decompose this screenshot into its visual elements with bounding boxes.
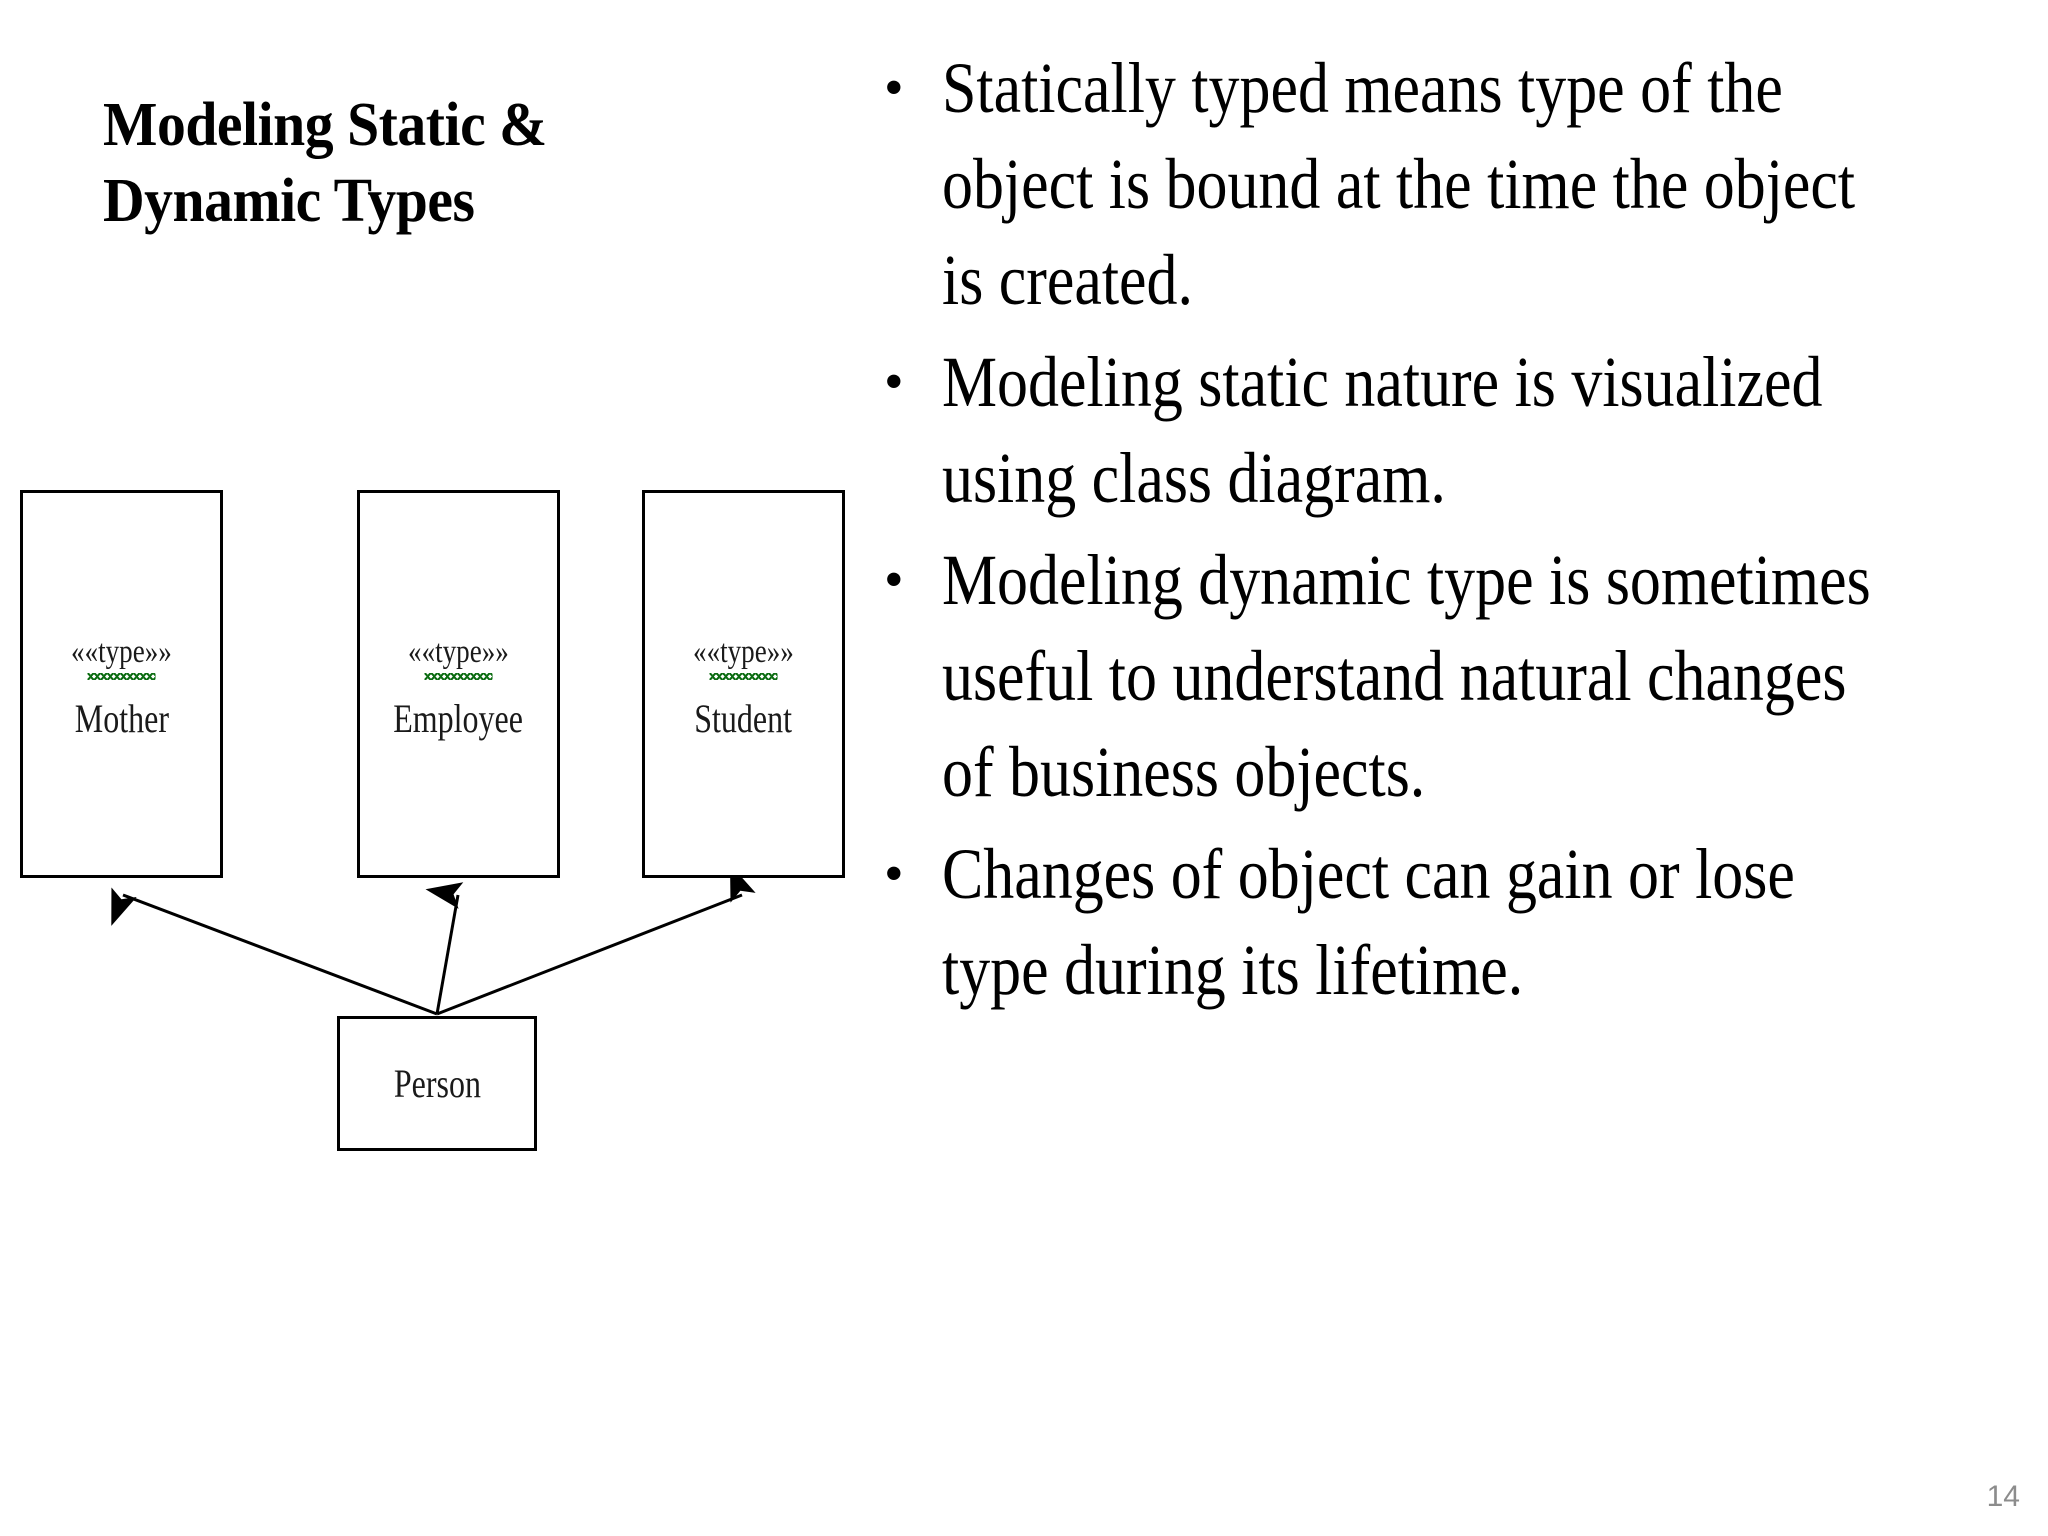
bullet-marker-icon: • <box>884 549 904 611</box>
stereotype-text: ««type»» <box>71 633 172 670</box>
connector-person-to-employee <box>425 882 464 1015</box>
stereotype-label: ««type»» <box>71 633 172 680</box>
bullet-text: Changes of object can gain or lose type … <box>942 834 1795 1010</box>
connector-person-to-student <box>436 864 756 1016</box>
stereotype-text: ««type»» <box>408 633 509 670</box>
bullet-text: Modeling dynamic type is sometimes usefu… <box>942 540 1871 812</box>
bullet-marker-icon: • <box>884 57 904 119</box>
bullet-text: Modeling static nature is visualized usi… <box>942 342 1823 518</box>
class-name-label: Person <box>393 1060 481 1106</box>
stereotype-label: ««type»» <box>408 633 509 680</box>
connector-person-to-mother <box>111 887 438 1016</box>
class-diagram: ««type»» Mother ««type»» Employee ««type… <box>0 0 880 1300</box>
class-box-employee[interactable]: ««type»» Employee <box>357 490 560 878</box>
stereotype-label: ««type»» <box>693 633 794 680</box>
page-title: Modeling Static & Dynamic Types <box>103 91 547 235</box>
spellcheck-underline-icon <box>424 672 493 680</box>
class-name-label: Mother <box>74 695 169 741</box>
page-number: 14 <box>1986 1480 2020 1513</box>
stereotype-text: ««type»» <box>693 633 794 670</box>
class-name-label: Employee <box>393 695 524 741</box>
list-item: • Modeling static nature is visualized u… <box>872 334 2022 526</box>
class-box-student[interactable]: ««type»» Student <box>642 490 845 878</box>
class-box-mother[interactable]: ««type»» Mother <box>20 490 223 878</box>
bullet-marker-icon: • <box>884 843 904 905</box>
diagram-connectors <box>111 864 756 1016</box>
class-name-label: Student <box>694 695 793 741</box>
bullet-list: • Statically typed means type of the obj… <box>872 40 2022 1024</box>
spellcheck-underline-icon <box>87 672 156 680</box>
list-item: • Changes of object can gain or lose typ… <box>872 826 2022 1018</box>
bullet-text: Statically typed means type of the objec… <box>942 48 1856 320</box>
list-item: • Modeling dynamic type is sometimes use… <box>872 532 2022 820</box>
spellcheck-underline-icon <box>709 672 778 680</box>
bullet-marker-icon: • <box>884 351 904 413</box>
list-item: • Statically typed means type of the obj… <box>872 40 2022 328</box>
class-box-person[interactable]: Person <box>337 1016 537 1151</box>
